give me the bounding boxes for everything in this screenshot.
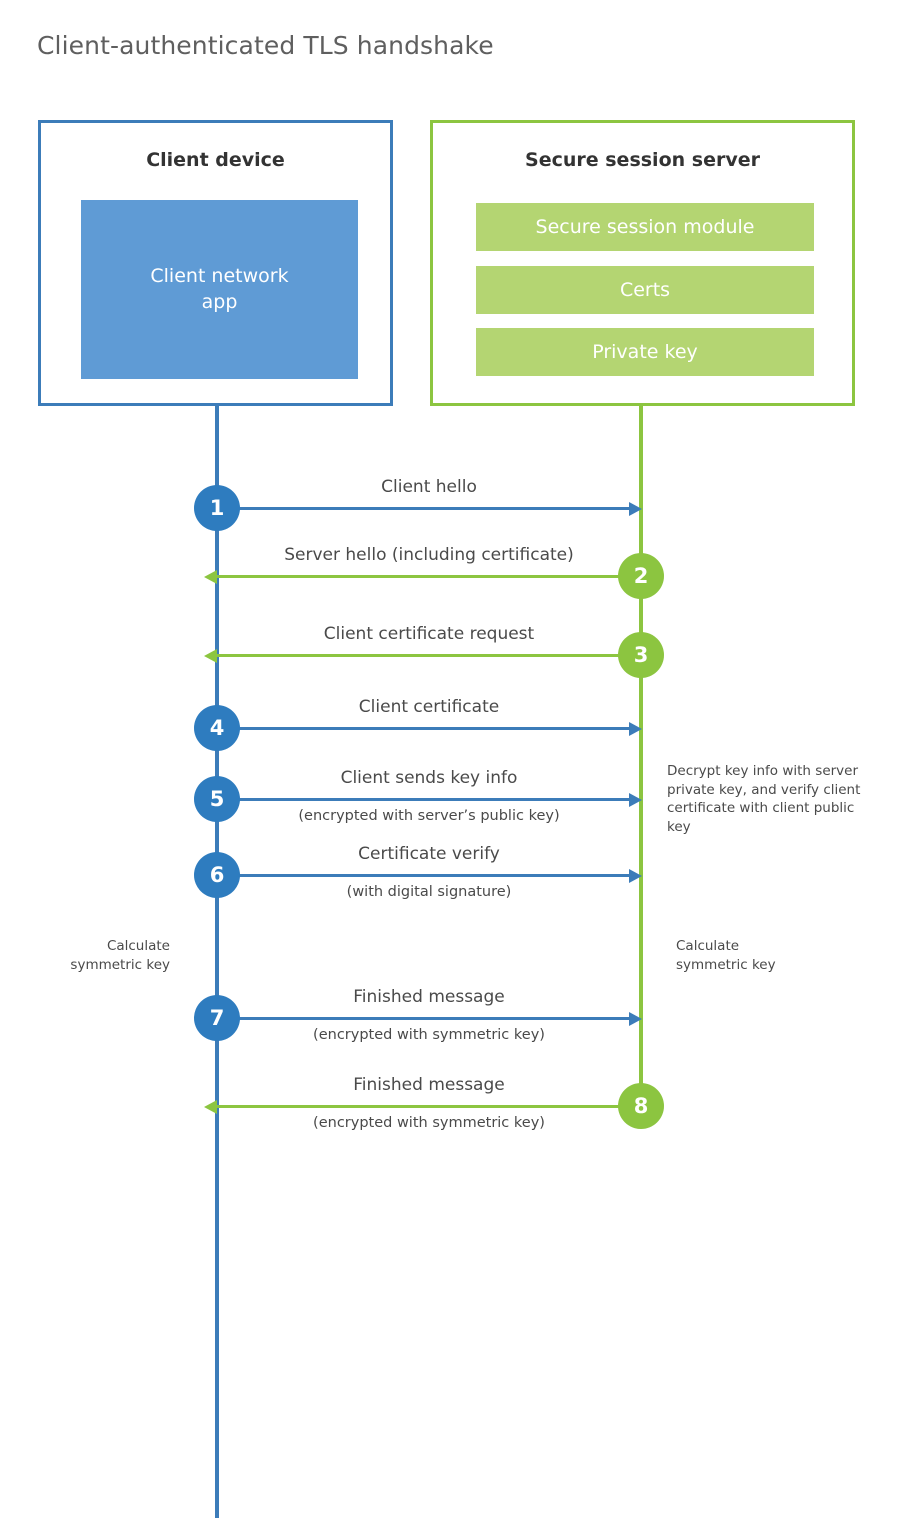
server-module-certs: Certs [476, 266, 814, 314]
step-badge-6: 6 [194, 852, 240, 898]
server-lifeline [639, 405, 643, 1105]
note-server-decrypt-verify: Decrypt key info with server private key… [667, 763, 861, 835]
arrow-line-5 [217, 798, 629, 801]
page-title: Client-authenticated TLS handshake [37, 31, 494, 60]
arrow-head-icon-7 [629, 1011, 642, 1026]
message-label-4: Client certificate [358, 697, 500, 717]
arrow-head-icon-1 [629, 501, 642, 516]
message-label-2: Server hello (including certificate) [284, 545, 574, 565]
server-module-private-key: Private key [476, 328, 814, 376]
server-module-secure-session-module: Secure session module [476, 203, 814, 251]
message-sublabel-5: (encrypted with server’s public key) [298, 808, 560, 824]
message-sublabel-8: (encrypted with symmetric key) [313, 1115, 545, 1131]
step-badge-7: 7 [194, 995, 240, 1041]
arrow-line-6 [217, 874, 629, 877]
message-sublabel-6: (with digital signature) [346, 884, 512, 900]
arrow-head-icon-6 [629, 868, 642, 883]
arrow-line-3 [217, 654, 641, 657]
step-badge-4: 4 [194, 705, 240, 751]
secure-session-server-box: Secure session server Secure session mod… [430, 120, 855, 406]
arrow-line-2 [217, 575, 641, 578]
message-label-8: Finished message [353, 1075, 505, 1095]
message-label-7: Finished message [353, 987, 505, 1007]
arrow-head-icon-5 [629, 792, 642, 807]
arrow-head-icon-8 [204, 1099, 217, 1114]
message-sublabel-7: (encrypted with symmetric key) [313, 1027, 545, 1043]
arrow-line-4 [217, 727, 629, 730]
client-device-title: Client device [146, 149, 285, 171]
arrow-head-icon-4 [629, 721, 642, 736]
diagram-canvas: Client-authenticated TLS handshake Clien… [37, 31, 861, 1518]
arrow-line-7 [217, 1017, 629, 1020]
message-label-5: Client sends key info [340, 768, 518, 788]
message-label-1: Client hello [381, 477, 477, 497]
arrow-head-icon-2 [204, 569, 217, 584]
message-label-6: Certificate verify [358, 844, 500, 864]
step-badge-5: 5 [194, 776, 240, 822]
arrow-line-8 [217, 1105, 641, 1108]
step-badge-8: 8 [618, 1083, 664, 1129]
message-label-3: Client certificate request [323, 624, 535, 644]
arrow-head-icon-3 [204, 648, 217, 663]
step-badge-2: 2 [618, 553, 664, 599]
secure-session-server-title: Secure session server [525, 149, 760, 171]
client-lifeline [215, 405, 219, 1518]
arrow-line-1 [217, 507, 629, 510]
step-badge-3: 3 [618, 632, 664, 678]
step-badge-1: 1 [194, 485, 240, 531]
